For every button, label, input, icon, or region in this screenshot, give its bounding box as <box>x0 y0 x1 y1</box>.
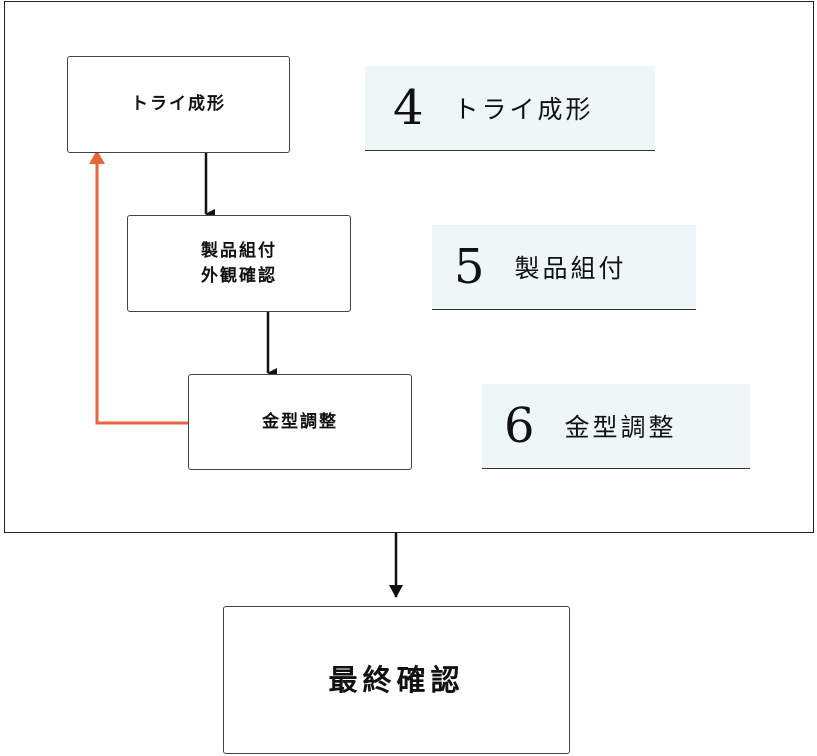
feedback-arrow-head <box>89 150 105 164</box>
step-title: 金型調整 <box>564 413 677 442</box>
step-label-5: 5 製品組付 <box>432 225 696 310</box>
flow-box-tryout: トライ成形 <box>67 56 290 153</box>
flow-box-assembly: 製品組付 外観確認 <box>127 215 351 312</box>
flow-box-assembly-label: 製品組付 外観確認 <box>201 240 277 286</box>
step-title: 製品組付 <box>514 254 627 283</box>
flow-box-tryout-label: トライ成形 <box>131 94 226 115</box>
process-frame <box>4 1 814 533</box>
flow-box-mold-adjust-label: 金型調整 <box>262 411 338 432</box>
step-label-6: 6 金型調整 <box>482 384 750 469</box>
arrow-final-head <box>389 585 403 598</box>
step-number: 6 <box>504 398 535 454</box>
flow-box-final-check: 最終確認 <box>223 606 570 754</box>
flow-box-mold-adjust: 金型調整 <box>188 374 412 470</box>
step-label-4: 4 トライ成形 <box>365 66 655 151</box>
step-number: 4 <box>393 80 424 136</box>
step-number: 5 <box>454 239 485 295</box>
feedback-arrow <box>95 163 188 425</box>
step-title: トライ成形 <box>453 95 594 124</box>
flow-box-final-check-label: 最終確認 <box>328 662 465 697</box>
